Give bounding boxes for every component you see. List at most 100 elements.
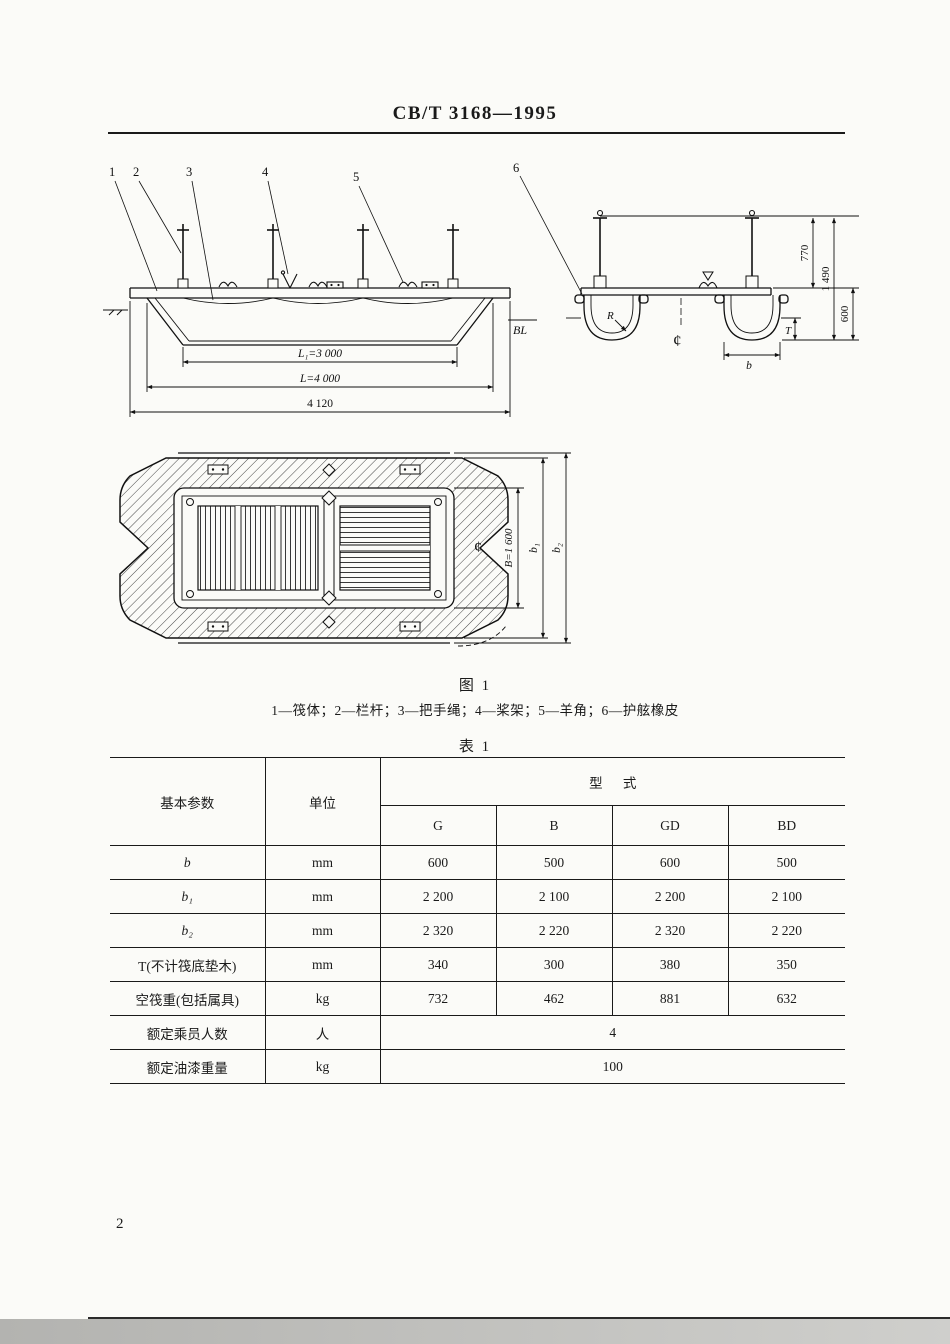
- type-col-gd: GD: [611, 805, 729, 846]
- end-view-dimensions: [600, 215, 859, 360]
- unit-cell: 人: [264, 1015, 381, 1050]
- unit-cell: kg: [264, 981, 381, 1016]
- value-cell: 100: [379, 1049, 845, 1084]
- plan-view-dimensions: [454, 452, 571, 644]
- value-cell: 600: [379, 845, 497, 880]
- value-cell: 350: [727, 947, 845, 982]
- dim-770: 770: [799, 244, 811, 261]
- table-1: 基本参数 单位 型 式 G B GD BD b mm 600 500 600 5…: [110, 757, 845, 1084]
- table-row: b₂ mm 2 320 2 220 2 320 2 220: [110, 913, 845, 948]
- centerline-symbol: ¢: [673, 331, 682, 350]
- callout-5: 5: [353, 170, 359, 184]
- value-cell: 2 200: [611, 879, 729, 914]
- callout-4: 4: [262, 165, 269, 179]
- value-cell: 2 220: [495, 913, 613, 948]
- plan-view-fender-strips: [178, 452, 450, 644]
- footer-rule: [88, 1317, 950, 1319]
- value-cell: 632: [727, 981, 845, 1016]
- figure1-elevation-drawing: BL 1 2 3 4 5 L₁=3 000 L=4 000 4 120: [103, 161, 859, 417]
- table-row: 额定乘员人数 人 4: [110, 1015, 845, 1050]
- table-row: 空筏重(包括属具) kg 732 462 881 632: [110, 981, 845, 1016]
- draft-label: T: [785, 325, 792, 337]
- type-header-cell: 型 式: [379, 757, 845, 806]
- value-cell: 500: [495, 845, 613, 880]
- plan-view-center-beam: [321, 463, 337, 629]
- figure1-legend: 1—筏体；2—栏杆；3—把手绳；4—桨架；5—羊角；6—护舷橡皮: [271, 703, 679, 718]
- scan-edge-shade: [0, 1319, 950, 1344]
- param-cell: b: [110, 845, 266, 880]
- plan-view-deck-inner: [181, 495, 447, 601]
- value-cell: 462: [495, 981, 613, 1016]
- value-cell: 300: [495, 947, 613, 982]
- value-cell: 2 100: [727, 879, 845, 914]
- dim-L: L=4 000: [299, 373, 340, 385]
- param-cell: 空筏重(包括属具): [110, 981, 266, 1016]
- dim-L1: L₁=3 000: [297, 348, 342, 360]
- param-cell: 额定油漆重量: [110, 1049, 266, 1084]
- table-row: 额定油漆重量 kg 100: [110, 1049, 845, 1084]
- value-cell: 881: [611, 981, 729, 1016]
- unit-header-cell: 单位: [264, 757, 381, 846]
- figure1-plan-drawing: ¢ B=1 600 b₁ b₂: [119, 452, 571, 647]
- end-view-posts: [593, 209, 759, 289]
- value-cell: 2 200: [379, 879, 497, 914]
- unit-cell: mm: [264, 947, 381, 982]
- type-col-bd: BD: [727, 805, 845, 846]
- value-cell: 380: [611, 947, 729, 982]
- value-cell: 2 100: [495, 879, 613, 914]
- value-cell: 2 320: [611, 913, 729, 948]
- side-view-dimensions: [129, 301, 511, 417]
- value-cell: 732: [379, 981, 497, 1016]
- param-cell: b₂: [110, 913, 266, 948]
- param-cell: 额定乘员人数: [110, 1015, 266, 1050]
- side-view-callout-leaders: [114, 180, 404, 301]
- unit-cell: kg: [264, 1049, 381, 1084]
- dim-overall: 4 120: [307, 398, 333, 410]
- radius-label: R: [606, 310, 614, 322]
- plan-view-band-fittings: [186, 464, 442, 632]
- table-row: b mm 600 500 600 500: [110, 845, 845, 880]
- value-cell: 600: [611, 845, 729, 880]
- unit-cell: mm: [264, 845, 381, 880]
- type-col-b: B: [495, 805, 613, 846]
- callout-6: 6: [513, 161, 519, 175]
- dim-b2: b₂: [551, 543, 563, 553]
- param-cell: b₁: [110, 879, 266, 914]
- side-view-railing-posts: [177, 224, 459, 289]
- value-cell: 340: [379, 947, 497, 982]
- side-view-hull: [129, 287, 511, 346]
- plan-view-floor-slats: [197, 505, 431, 591]
- value-cell: 4: [379, 1015, 845, 1050]
- side-view-waterline: [103, 309, 537, 321]
- type-col-g: G: [380, 805, 497, 846]
- unit-cell: mm: [264, 913, 381, 948]
- callout-2: 2: [133, 165, 139, 179]
- side-view-grab-rope: [182, 297, 454, 304]
- plan-view-hidden-line: [457, 625, 507, 647]
- dim-B: B=1 600: [503, 528, 515, 567]
- dim-600: 600: [839, 305, 851, 322]
- centerline-symbol: ¢: [474, 539, 482, 556]
- callout-1: 1: [109, 165, 115, 179]
- table-row: T(不计筏底垫木) mm 340 300 380 350: [110, 947, 845, 982]
- param-header-cell: 基本参数: [110, 757, 266, 846]
- page-title: CB/T 3168—1995: [392, 103, 558, 124]
- dim-b1: b₁: [528, 543, 540, 553]
- param-cell: T(不计筏底垫木): [110, 947, 266, 982]
- callout-3: 3: [186, 165, 192, 179]
- figure1-caption: 图 1: [458, 678, 492, 694]
- value-cell: 2 320: [379, 913, 497, 948]
- dim-1490: 1 490: [820, 266, 832, 291]
- callout-6-leader: [519, 175, 583, 295]
- page-number: 2: [116, 1216, 124, 1232]
- value-cell: 500: [727, 845, 845, 880]
- table1-caption: 表 1: [458, 739, 492, 755]
- end-view-pontoons: [566, 294, 798, 341]
- unit-cell: mm: [264, 879, 381, 914]
- dim-b: b: [746, 360, 752, 372]
- header-rule: [108, 132, 845, 134]
- value-cell: 2 220: [727, 913, 845, 948]
- table-row: b₁ mm 2 200 2 100 2 200 2 100: [110, 879, 845, 914]
- end-view-deck: [580, 271, 772, 296]
